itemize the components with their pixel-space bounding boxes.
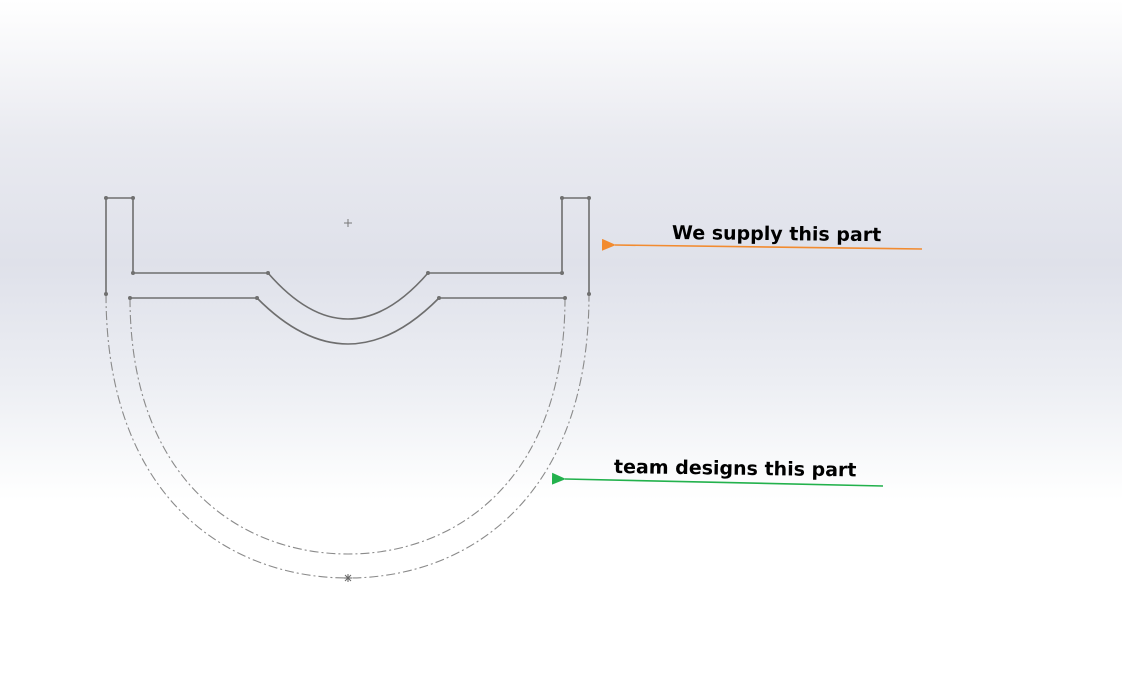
team-part-label: team designs this part <box>613 456 857 482</box>
vertex-point <box>560 196 564 200</box>
vertex-point <box>587 292 591 296</box>
team-part-outline <box>105 293 590 579</box>
center-star-marker <box>344 574 352 582</box>
sketch-vertices <box>104 196 591 300</box>
supplied-part-outer-profile <box>428 197 590 294</box>
vertex-point <box>560 271 564 275</box>
supplied-part-outer-arc <box>256 297 440 345</box>
supplied-part-inner-arc <box>267 272 429 320</box>
vertex-point <box>587 196 591 200</box>
vertex-point <box>563 296 567 300</box>
vertex-point <box>131 196 135 200</box>
vertex-point <box>131 271 135 275</box>
vertex-point <box>266 271 270 275</box>
vertex-point <box>426 271 430 275</box>
team-part-outer-arc <box>105 293 590 579</box>
team-part-inner-arc <box>129 297 566 555</box>
supplied-part-left-profile <box>105 197 268 294</box>
center-plus-marker <box>344 219 352 227</box>
supplied-part-arrow <box>601 238 923 251</box>
vertex-point <box>128 296 132 300</box>
vertex-point <box>104 196 108 200</box>
supplied-part-label: We supply this part <box>671 222 882 247</box>
vertex-point <box>255 296 259 300</box>
vertex-point <box>437 296 441 300</box>
vertex-point <box>104 292 108 296</box>
team-part-arrow <box>551 472 884 487</box>
